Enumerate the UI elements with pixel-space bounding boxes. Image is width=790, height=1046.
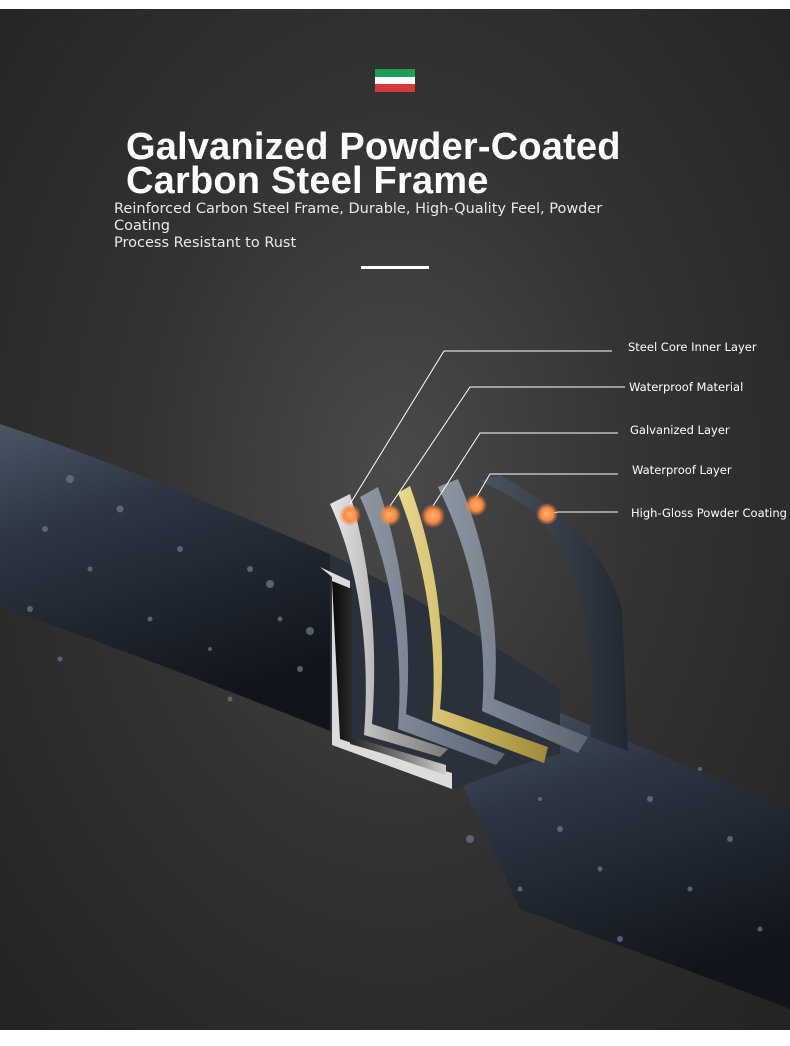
layer-waterproof-material: [360, 487, 505, 765]
label-waterproof-material: Waterproof Material: [629, 380, 744, 394]
subtitle-line-1: Reinforced Carbon Steel Frame, Durable, …: [114, 201, 603, 234]
label-high-gloss-powder-coating-layer: High-Gloss Powder Coating Layer: [631, 506, 790, 520]
flag-stripe-white: [375, 76, 415, 85]
layer-galvanized: [398, 486, 548, 763]
flag-stripe-red: [375, 84, 415, 92]
layer-markers: [339, 494, 558, 528]
title-line-2: Carbon Steel Frame: [126, 160, 489, 202]
water-droplets: [27, 475, 763, 942]
product-banner: Galvanized Powder-Coated Carbon Steel Fr…: [0, 9, 790, 1030]
callout-lines: [349, 350, 625, 515]
label-steel-core-inner-layer: Steel Core Inner Layer: [628, 340, 757, 354]
tube-body: [0, 424, 330, 731]
tube-opening-inner: [332, 581, 446, 775]
page-title: Galvanized Powder-Coated Carbon Steel Fr…: [126, 126, 621, 202]
page-subtitle: Reinforced Carbon Steel Frame, Durable, …: [114, 201, 654, 252]
layer-waterproof: [438, 479, 588, 753]
layer-powder-coating: [480, 475, 628, 751]
layer-steel-core: [330, 494, 448, 757]
title-line-1: Galvanized Powder-Coated: [126, 126, 621, 168]
flag-stripe-green: [375, 69, 415, 77]
subtitle-line-2: Process Resistant to Rust: [114, 235, 297, 251]
flag-icon: [375, 69, 415, 92]
title-divider: [361, 266, 429, 269]
label-waterproof-layer: Waterproof Layer: [632, 463, 732, 477]
label-galvanized-layer: Galvanized Layer: [630, 423, 730, 437]
tube-body-right: [455, 704, 790, 1009]
steel-tube-illustration: [0, 350, 790, 1009]
